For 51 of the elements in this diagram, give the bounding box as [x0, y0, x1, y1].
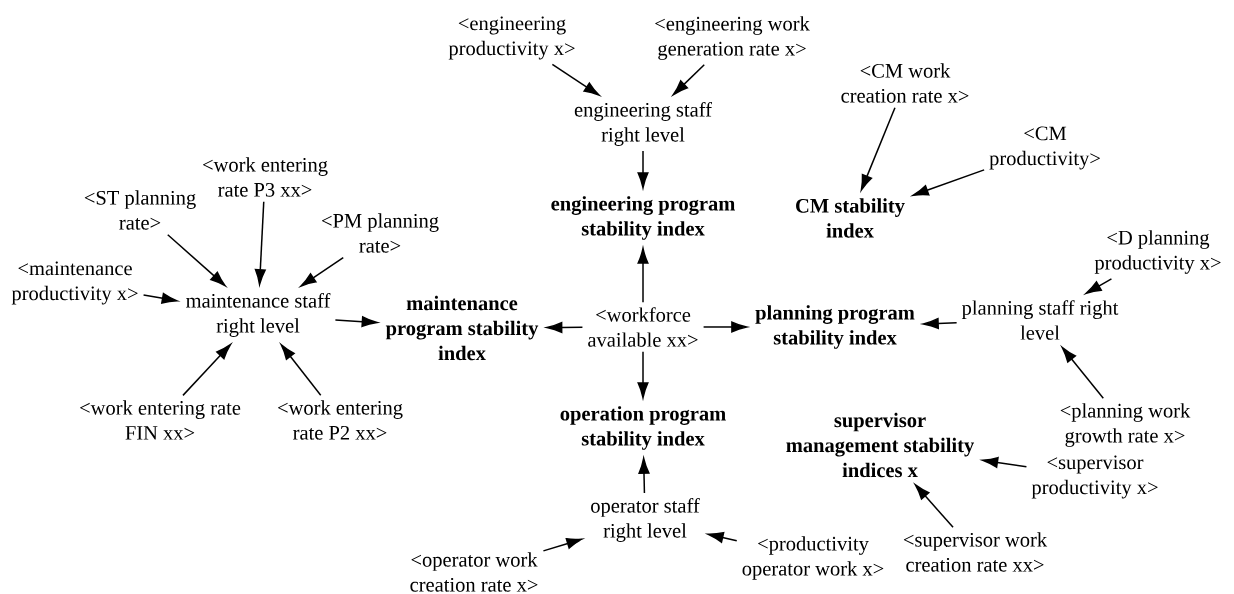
arrow [334, 316, 378, 328]
arrow [860, 106, 896, 191]
stability-index-label: maintenance program stability index [385, 295, 539, 361]
variable-label: <maintenance productivity x> [11, 261, 138, 305]
variable-label: <engineering work generation rate x> [655, 16, 810, 60]
stability-index-label: planning program stability index [755, 305, 915, 349]
arrow [280, 344, 322, 397]
arrow [182, 343, 232, 397]
variable-label: <supervisor work creation rate xx> [903, 532, 1048, 572]
variable-label: <ST planning rate> [84, 190, 196, 230]
arrow [546, 321, 584, 333]
variable-label: <CM work creation rate x> [841, 63, 969, 103]
arrow [300, 256, 344, 287]
stability-index-label: operation program stability index [560, 406, 726, 450]
arrow [637, 150, 649, 189]
arrow [142, 292, 178, 304]
arrow [707, 532, 738, 543]
variable-label: <operator work creation rate x> [410, 552, 538, 592]
variable-label: <work entering rate P3 xx> [203, 157, 328, 197]
variable-label: <engineering productivity x> [448, 16, 575, 60]
stability-index-label: supervisor management stability indices x [786, 412, 974, 478]
arrow [551, 63, 600, 96]
variable-label: <work entering rate FIN xx> [80, 400, 241, 440]
arrow [982, 456, 1028, 468]
arrow [912, 169, 985, 196]
arrow [254, 200, 266, 286]
variable-label: planning staff right level [961, 300, 1119, 340]
arrow [914, 484, 954, 528]
arrow [637, 247, 649, 303]
variable-label: operator staff right level [591, 498, 700, 542]
arrow [1061, 346, 1105, 399]
arrow [637, 351, 649, 399]
variable-label: maintenance staff right level [186, 293, 331, 337]
variable-label: <planning work growth rate x> [1060, 403, 1191, 447]
arrow [167, 233, 226, 287]
variable-label: <supervisor productivity x> [1031, 455, 1158, 499]
variable-label: <workforce available xx> [588, 307, 698, 347]
stability-index-label: CM stability index [796, 198, 905, 238]
variable-label: <CM productivity> [989, 126, 1100, 170]
arrow [702, 321, 748, 333]
arrow [922, 317, 958, 329]
arrow [638, 457, 650, 494]
arrow [672, 64, 705, 96]
arrow [542, 538, 583, 552]
variable-label: <productivity operator work x> [742, 536, 884, 580]
variable-label: <D planning productivity x> [1094, 230, 1221, 274]
variable-label: <PM planning rate> [322, 213, 439, 253]
variable-label: engineering staff right level [574, 102, 712, 146]
arrow [1085, 278, 1113, 295]
stability-index-label: engineering program stability index [551, 196, 735, 240]
variable-label: <work entering rate P2 xx> [278, 400, 403, 440]
